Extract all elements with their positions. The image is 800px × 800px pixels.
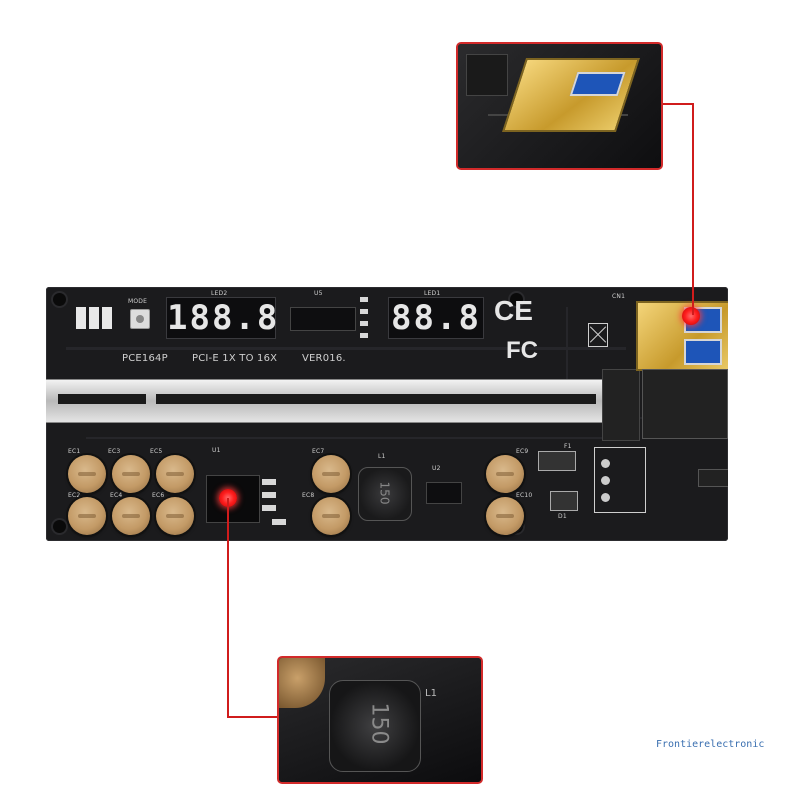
led1-display: 88.8: [388, 297, 484, 339]
usb-marker: [682, 307, 700, 325]
cap-label: EC3: [108, 448, 121, 455]
led2-display: 188.8: [166, 297, 280, 339]
weee-bin-icon: [588, 323, 608, 347]
watermark: Frontierelectronic: [656, 739, 765, 750]
version-label: VER016.: [302, 353, 346, 364]
f1-label: F1: [564, 443, 572, 450]
led-indicator: [102, 307, 112, 329]
connector-housing: [642, 369, 728, 439]
mounting-hole: [53, 520, 66, 533]
capacitor: [156, 497, 194, 535]
button-cap-icon: [136, 315, 144, 323]
capacitor: [112, 455, 150, 493]
u1-label: U1: [212, 447, 221, 454]
bus-label: PCI-E 1X TO 16X: [192, 353, 278, 364]
d1-diode: [550, 491, 578, 511]
cap-label: EC4: [110, 492, 123, 499]
l1-label: L1: [378, 453, 386, 460]
riser-board: MODE LED2 188.8 U5 LED1 88.8 CE FC PCE16…: [46, 287, 728, 541]
smd-part: [360, 297, 368, 302]
callout-line: [227, 498, 229, 716]
capacitor: [156, 455, 194, 493]
ce-mark: CE: [494, 295, 533, 326]
u5-chip: [290, 307, 356, 331]
inductor-closeup: 150: [329, 680, 421, 772]
usb-port-lower: [684, 339, 722, 365]
cap-label: EC8: [302, 492, 315, 499]
inductor-closeup-marking: 150: [366, 702, 392, 745]
callout-line: [659, 103, 693, 105]
capacitor: [486, 497, 524, 535]
pcb-trace: [86, 437, 616, 439]
cap-label: EC1: [68, 448, 81, 455]
mode-label: MODE: [128, 298, 148, 305]
molex-socket: [698, 469, 728, 487]
smd-part: [360, 309, 368, 314]
led-indicator: [89, 307, 99, 329]
capacitor: [112, 497, 150, 535]
slot-latch: [602, 369, 640, 441]
capacitor: [312, 455, 350, 493]
usb3-connector-closeup: [501, 58, 641, 132]
mounting-hole: [510, 293, 523, 306]
cap-label: EC6: [152, 492, 165, 499]
cap-label: EC5: [150, 448, 163, 455]
callout-line: [692, 103, 694, 315]
smd-part: [360, 333, 368, 338]
capacitor: [68, 497, 106, 535]
smd-part: [272, 519, 286, 525]
pcb-trace: [566, 307, 568, 387]
housing-detail: [466, 54, 508, 96]
f1-fuse: [538, 451, 576, 471]
u2-label: U2: [432, 465, 441, 472]
callout-line: [227, 716, 279, 718]
pin: [601, 493, 610, 502]
cap-label: EC2: [68, 492, 81, 499]
capacitor: [486, 455, 524, 493]
smd-part: [262, 505, 276, 511]
model-label: PCE164P: [122, 353, 168, 364]
cap-label: EC7: [312, 448, 325, 455]
inductor-detail-inset: 150 L1: [277, 656, 483, 784]
pcb-trace: [66, 347, 626, 350]
inductor-marking: 150: [377, 481, 392, 505]
led1-label: LED1: [424, 290, 441, 297]
capacitor: [68, 455, 106, 493]
capacitor: [312, 497, 350, 535]
led2-label: LED2: [211, 290, 228, 297]
cap-label: EC10: [516, 492, 533, 499]
smd-part: [262, 479, 276, 485]
smd-part: [360, 321, 368, 326]
usb-detail-inset: [456, 42, 663, 170]
pin: [601, 476, 610, 485]
pin: [601, 459, 610, 468]
power-header: [594, 447, 646, 513]
slot-key-gap: [58, 394, 146, 404]
d1-label: D1: [558, 513, 567, 520]
l1-inductor: 150: [358, 467, 412, 521]
slot-contact-gap: [156, 394, 596, 404]
cap-label: EC9: [516, 448, 529, 455]
mode-button[interactable]: [130, 309, 150, 329]
u5-label: U5: [314, 290, 323, 297]
cn1-label: CN1: [612, 293, 626, 300]
smd-part: [262, 492, 276, 498]
usb-port-closeup: [569, 72, 626, 96]
u2-chip: [426, 482, 462, 504]
led-indicator: [76, 307, 86, 329]
inductor-closeup-label: L1: [425, 688, 437, 699]
fc-mark: FC: [506, 337, 538, 364]
mounting-hole: [53, 293, 66, 306]
